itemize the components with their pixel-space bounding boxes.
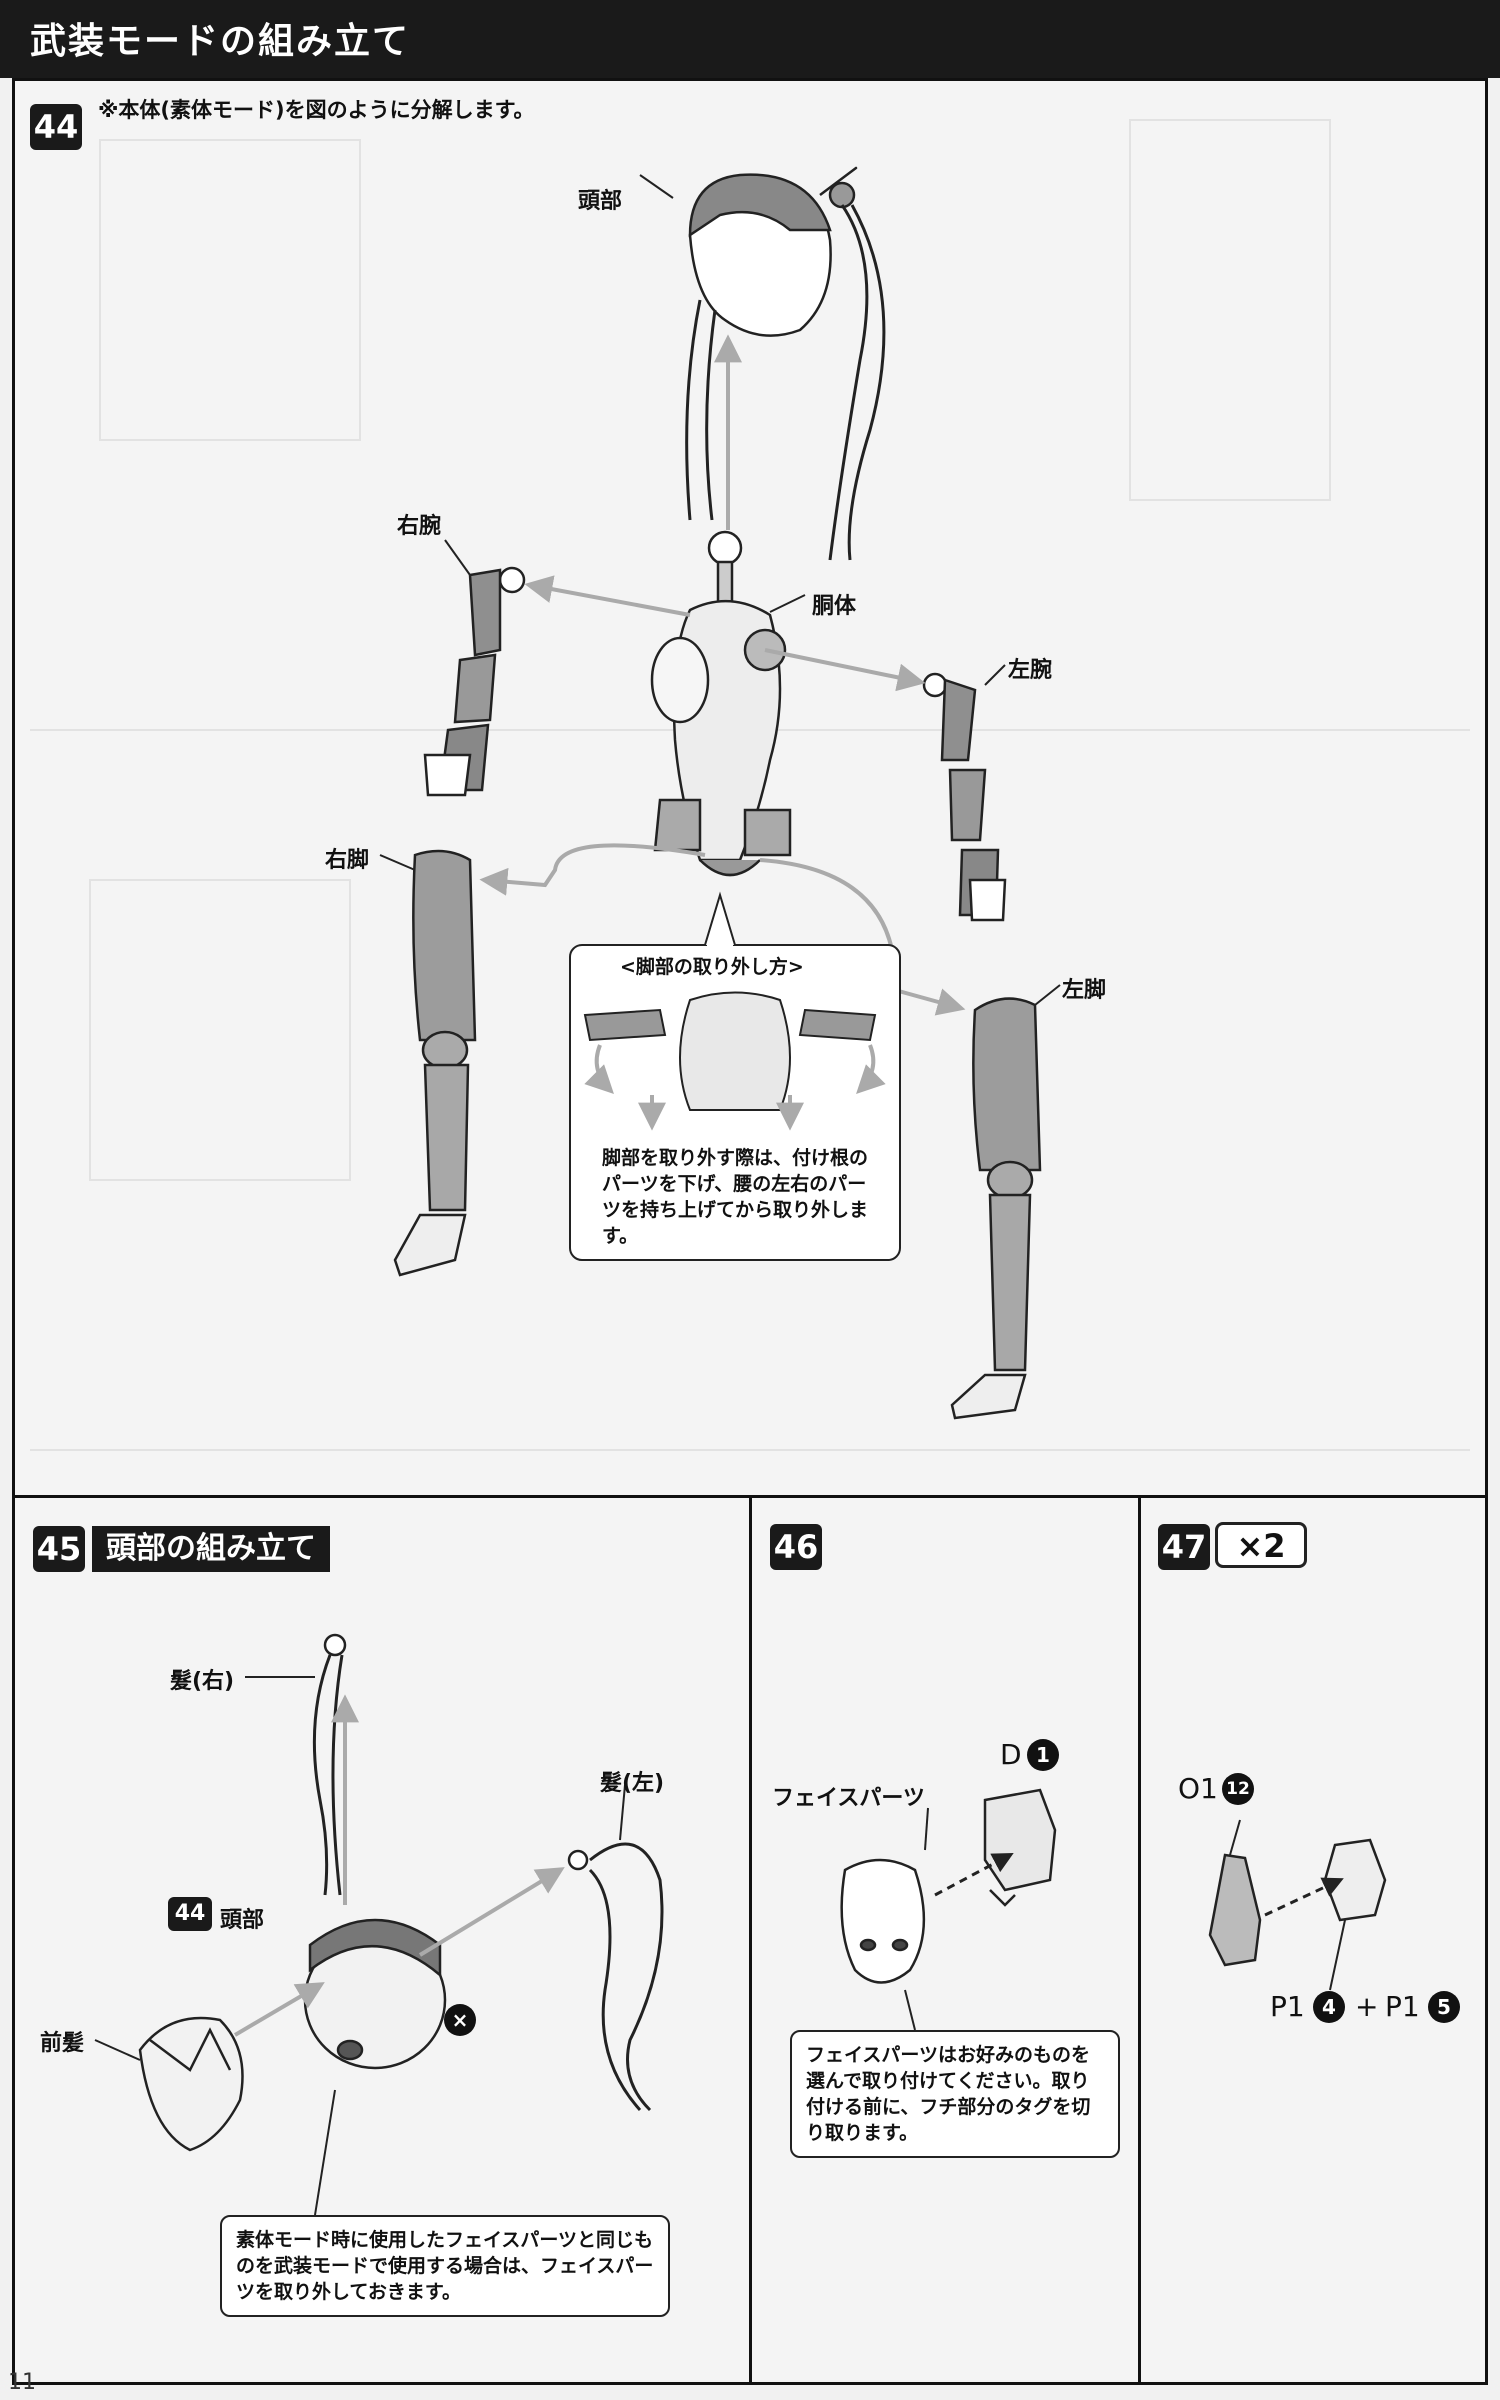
step-number-44: 44 — [30, 104, 82, 150]
step46-note: フェイスパーツはお好みのものを選んで取り付けてください。取り付ける前に、フチ部分… — [790, 2030, 1120, 2158]
label-part-p2: P1 — [1385, 1990, 1420, 2023]
hair-left-part — [567, 1842, 664, 2112]
step47-panel — [1138, 1495, 1488, 2385]
label-left-leg: 左脚 — [1062, 978, 1107, 1003]
label-head: 頭部 — [578, 189, 623, 214]
label-hair-right: 髮(右) — [170, 1669, 235, 1694]
right-leg-part — [393, 849, 477, 1277]
label-plus: + — [1355, 1990, 1379, 2023]
label-hair-left: 髮(左) — [600, 1771, 665, 1796]
label-part-o: O1 — [1178, 1772, 1218, 1805]
step-number-46: 46 — [770, 1524, 822, 1570]
part-p-piece — [1323, 1838, 1387, 1922]
section-title: 武装モードの組み立て — [30, 21, 411, 62]
section-header: 武装モードの組み立て — [0, 0, 1500, 78]
page-number: 11 — [8, 2370, 36, 2395]
label-torso: 胴体 — [812, 594, 857, 619]
multiplier-badge: ×2 — [1215, 1522, 1307, 1568]
label-head-45: 頭部 — [220, 1908, 265, 1933]
step-number-45: 45 — [33, 1526, 85, 1572]
step45-note: 素体モード時に使用したフェイスパーツと同じものを武装モードで使用する場合は、フェ… — [220, 2215, 670, 2317]
label-left-arm: 左腕 — [1008, 658, 1053, 683]
part-o-piece — [1208, 1853, 1262, 1967]
right-arm-part — [423, 566, 526, 797]
part-d-piece — [983, 1788, 1057, 1907]
label-bangs: 前髪 — [40, 2031, 85, 2056]
leg-removal-text: 脚部を取り外す際は、付け根のパーツを下げ、腰の左右のパーツを持ち上げてから取り外… — [602, 1147, 869, 1247]
label-part-p2-num: 5 — [1428, 1991, 1460, 2023]
torso-part — [650, 530, 792, 877]
head-part — [685, 166, 886, 561]
label-part-d-num: 1 — [1027, 1739, 1059, 1771]
head-base-part — [303, 1918, 447, 2070]
label-part-p1: P1 — [1270, 1990, 1305, 2023]
hair-right-part — [312, 1633, 347, 1896]
leg-removal-diagram — [583, 991, 886, 1131]
step-number-47: 47 — [1158, 1524, 1210, 1570]
label-right-arm: 右腕 — [397, 514, 442, 539]
left-arm-part — [922, 672, 1007, 922]
label-part-p1-num: 4 — [1313, 1991, 1345, 2023]
head-ref-badge: 44 — [168, 1897, 212, 1931]
leg-removal-title: <脚部の取り外し方> — [620, 956, 804, 978]
bangs-part — [138, 2016, 244, 2152]
face-parts-part — [840, 1858, 926, 1984]
svg-text:×: × — [452, 2008, 469, 2032]
label-part-d: D — [1000, 1738, 1022, 1771]
step44-instruction: ※本体(素体モード)を図のように分解します。 — [98, 98, 535, 122]
label-face-parts: フェイスパーツ — [772, 1786, 925, 1811]
step45-title: 頭部の組み立て — [92, 1526, 330, 1572]
label-part-o-num: 12 — [1222, 1773, 1254, 1805]
label-right-leg: 右脚 — [325, 848, 370, 873]
left-leg-part — [950, 997, 1042, 1420]
